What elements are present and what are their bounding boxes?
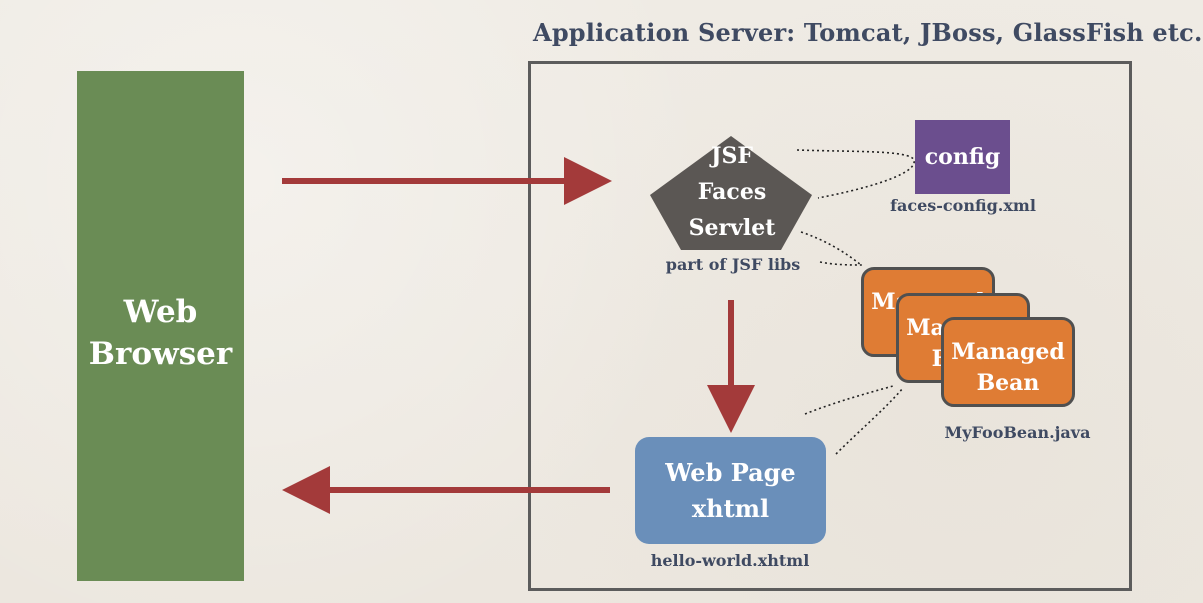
web-browser-node: Web Browser: [77, 71, 244, 581]
application-server-boundary: [528, 61, 1132, 591]
managed-bean-caption: MyFooBean.java: [944, 423, 1091, 442]
web-browser-label: Web Browser: [88, 294, 233, 372]
web-page-node: Web Page xhtml: [635, 437, 826, 544]
page-title: Application Server: Tomcat, JBoss, Glass…: [533, 18, 1203, 47]
managed-bean-label-3: Managed Bean: [951, 339, 1065, 396]
config-node: config: [915, 120, 1010, 194]
faces-servlet-caption: part of JSF libs: [665, 255, 801, 274]
faces-servlet-label: JSF Faces Servlet: [688, 143, 776, 241]
web-page-caption: hello-world.xhtml: [650, 551, 810, 570]
managed-bean-card-3: Managed Bean: [941, 317, 1075, 407]
config-caption: faces-config.xml: [890, 196, 1036, 215]
config-label: config: [924, 144, 1001, 170]
